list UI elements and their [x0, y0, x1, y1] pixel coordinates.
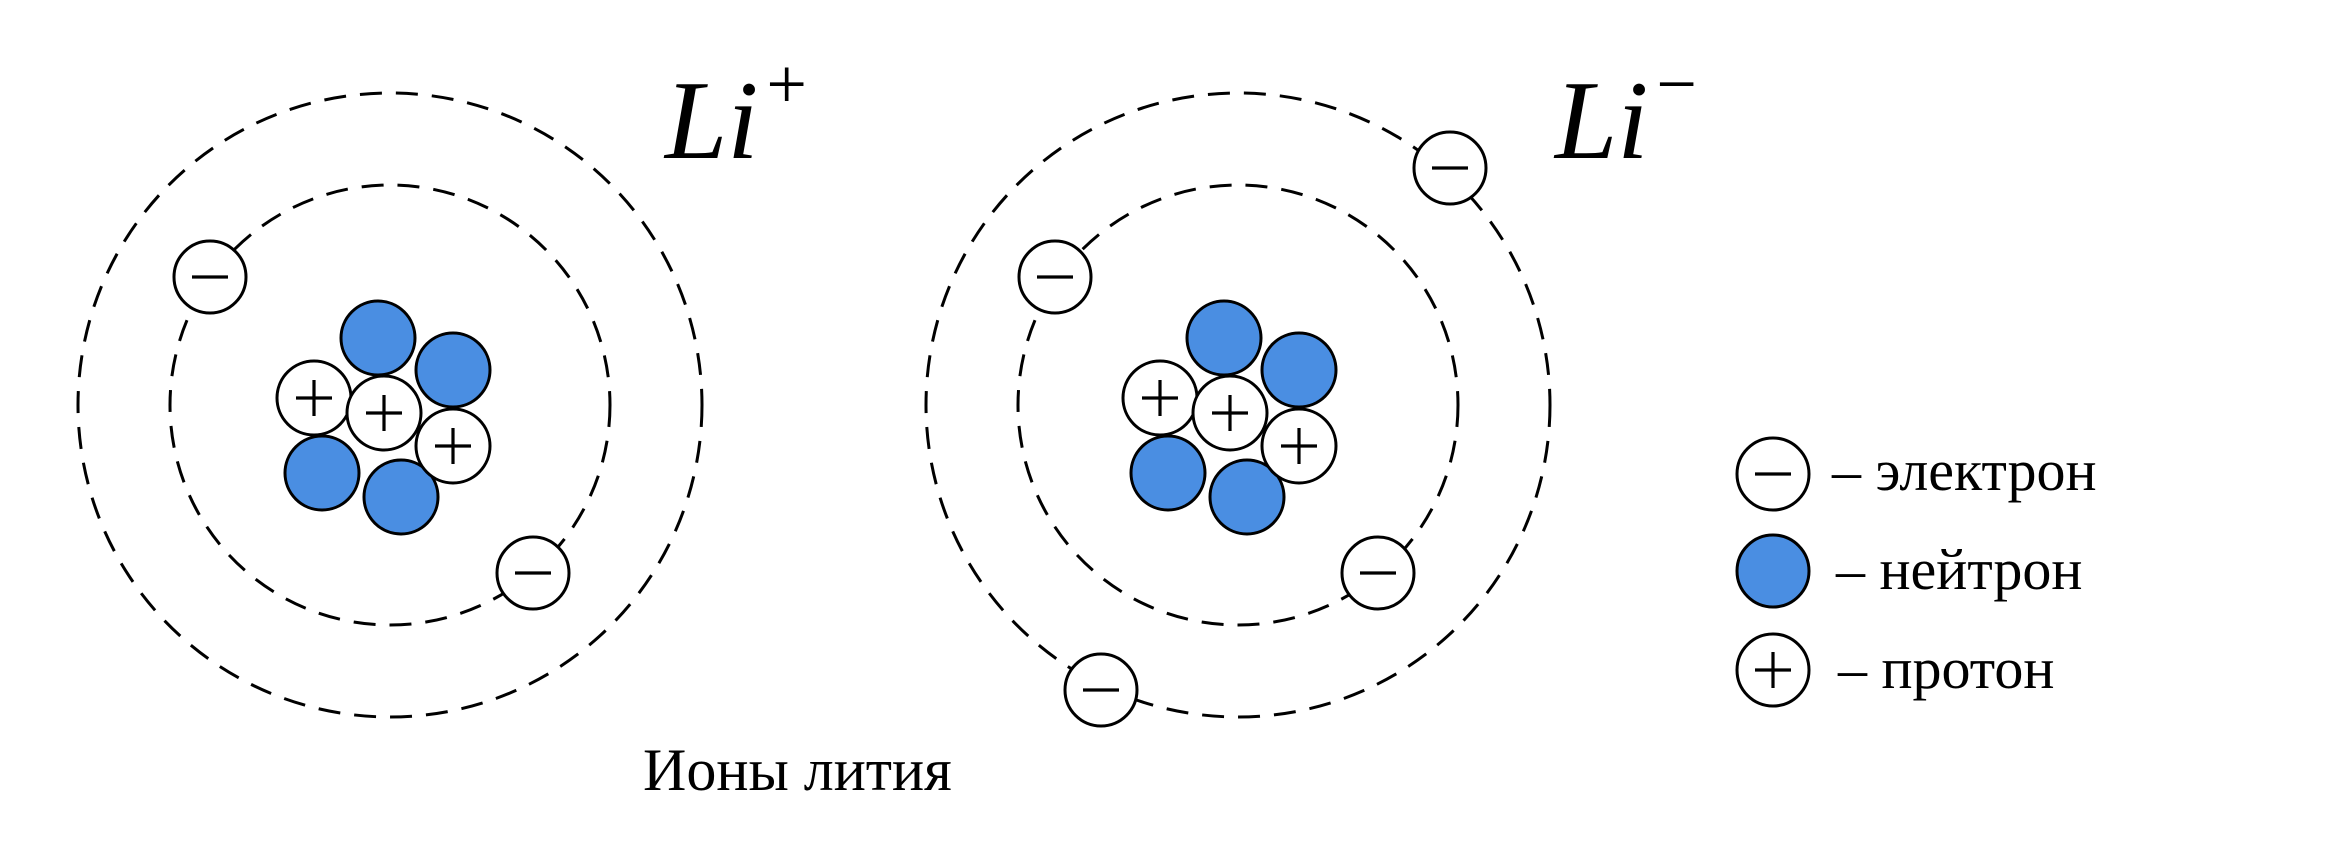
electron	[1340, 535, 1416, 611]
neutron	[1260, 331, 1338, 409]
neutron	[283, 434, 361, 512]
legend-electron-label: – электрон	[1831, 438, 2097, 503]
electron	[1017, 239, 1093, 315]
li-plus-label: Li+	[663, 44, 807, 183]
legend-electron: – электрон	[1735, 436, 2097, 512]
electron	[1412, 130, 1488, 206]
neutron	[1129, 434, 1207, 512]
proton	[1121, 359, 1199, 437]
proton	[414, 407, 492, 485]
legend-proton: – протон	[1735, 632, 2054, 708]
neutron-icon	[1735, 533, 1811, 609]
neutron	[362, 458, 440, 536]
proton	[1191, 374, 1269, 452]
legend: – электрон – нейтрон – протон	[1735, 436, 2097, 708]
li-minus-outer-orbit	[924, 91, 1552, 719]
proton	[345, 374, 423, 452]
legend-neutron: – нейтрон	[1735, 533, 2082, 609]
li-plus-atom: Li+	[76, 44, 807, 719]
neutron	[414, 331, 492, 409]
legend-neutron-label: – нейтрон	[1835, 537, 2082, 602]
neutron	[339, 299, 417, 377]
diagram-caption: Ионы лития	[643, 737, 952, 803]
li-plus-nucleus	[275, 299, 492, 536]
li-minus-inner-orbit	[1016, 183, 1460, 627]
li-minus-atom: Li−	[924, 44, 1697, 728]
electron-icon	[1735, 436, 1811, 512]
li-minus-label: Li−	[1553, 44, 1697, 183]
electron	[495, 535, 571, 611]
neutron	[1185, 299, 1263, 377]
proton	[275, 359, 353, 437]
neutron	[1208, 458, 1286, 536]
li-plus-outer-orbit	[76, 91, 704, 719]
proton-icon	[1735, 632, 1811, 708]
li-plus-inner-orbit	[168, 183, 612, 627]
electron	[1063, 652, 1139, 728]
li-minus-nucleus	[1121, 299, 1338, 536]
legend-proton-label: – протон	[1837, 636, 2054, 701]
electron	[172, 239, 248, 315]
proton	[1260, 407, 1338, 485]
